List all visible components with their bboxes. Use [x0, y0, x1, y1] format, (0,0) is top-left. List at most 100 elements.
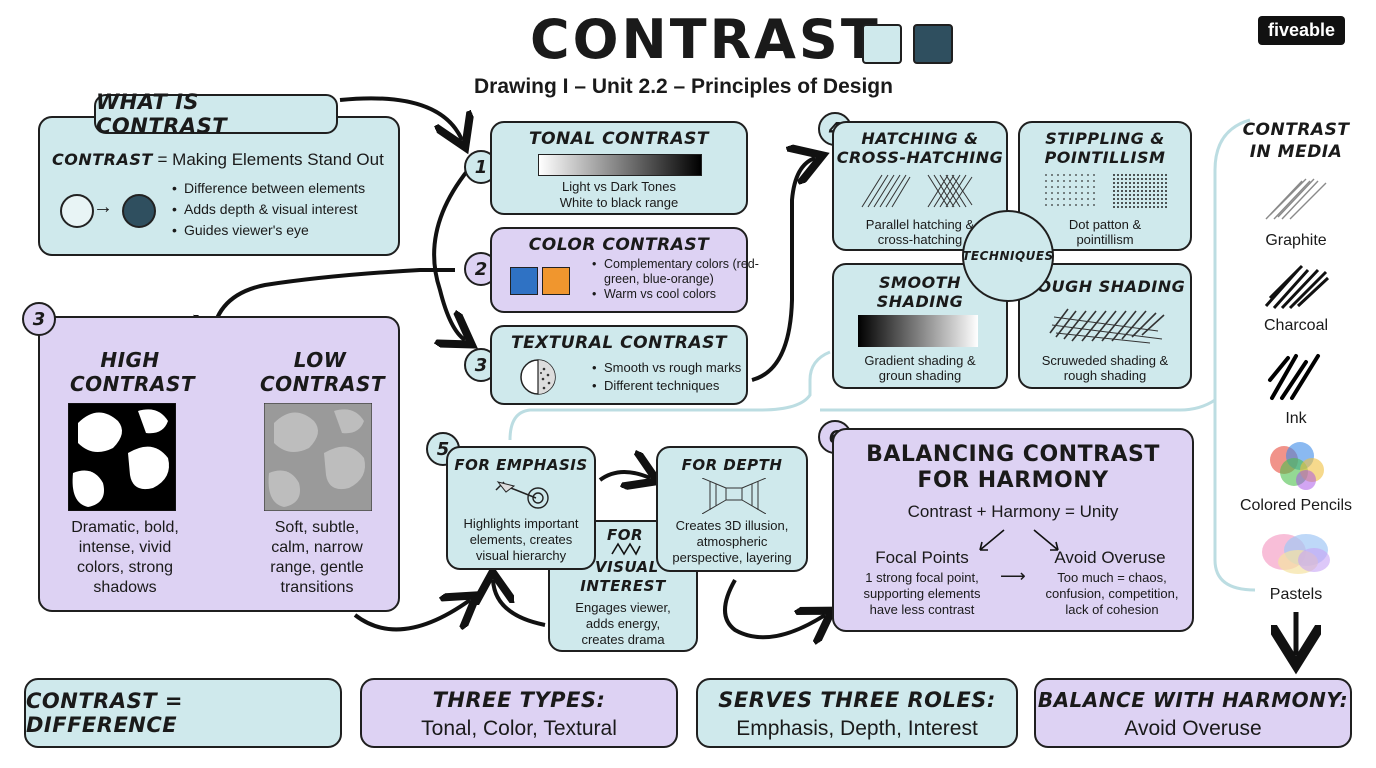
- textural-contrast-panel: TEXTURAL CONTRAST Smooth vs rough marks …: [490, 325, 748, 405]
- overuse-desc-line: confusion, competition,: [1045, 586, 1179, 601]
- dark-circle-icon: [122, 194, 156, 228]
- overuse-desc-line: lack of cohesion: [1065, 602, 1159, 617]
- media-title-1: CONTRAST: [1242, 120, 1350, 140]
- brand-logo: fiveable: [1258, 16, 1346, 45]
- smooth-gradient-image: [858, 315, 978, 347]
- rough-shading-panel: ROUGH SHADING Scruweded shading & rough …: [1018, 263, 1192, 389]
- hatching-title-2: CROSS-HATCHING: [836, 148, 1004, 167]
- low-desc-line: Soft, subtle,: [274, 519, 360, 536]
- what-is-definition: CONTRAST = Making Elements Stand Out: [52, 150, 384, 170]
- emphasis-desc: Highlights important elements, creates v…: [448, 516, 594, 564]
- split-arrows-icon: [979, 529, 1059, 551]
- balance-panel: BALANCING CONTRAST FOR HARMONY Contrast …: [832, 428, 1194, 632]
- visual-title-1: FOR: [606, 526, 644, 544]
- media-pastels-label: Pastels: [1269, 586, 1323, 603]
- low-desc: Soft, subtle, calm, narrow range, gentle…: [242, 518, 392, 598]
- page-subtitle: Drawing I – Unit 2.2 – Principles of Des…: [474, 75, 893, 98]
- high-desc-line: colors, strong: [76, 559, 174, 576]
- summary-three-roles: SERVES THREE ROLES: Emphasis, Depth, Int…: [696, 678, 1018, 748]
- focal-desc-line: have less contrast: [869, 602, 975, 617]
- summary-difference: CONTRAST = DIFFERENCE: [24, 678, 342, 748]
- smooth-title-1: SMOOTH: [879, 273, 961, 292]
- focal-desc-line: 1 strong focal point,: [865, 570, 979, 585]
- media-colored-pencils-label: Colored Pencils: [1239, 497, 1353, 514]
- title-swatch-dark: [913, 24, 953, 64]
- color-title: COLOR CONTRAST: [528, 235, 710, 255]
- stippling-title-2: POINTILLISM: [1044, 148, 1166, 167]
- low-desc-line: transitions: [280, 579, 354, 596]
- light-circle-icon: [60, 194, 94, 228]
- high-desc-line: Dramatic, bold,: [71, 519, 179, 536]
- title-swatch-light: [862, 24, 902, 64]
- depth-desc-line: perspective, layering: [672, 550, 792, 565]
- what-is-bullets: Difference between elements Adds depth &…: [168, 178, 365, 241]
- list-item: Difference between elements: [172, 178, 365, 199]
- definition-text: = Making Elements Stand Out: [152, 150, 384, 169]
- rough-desc-2: rough shading: [1063, 368, 1147, 383]
- rough-desc-1: Scruweded shading &: [1041, 353, 1169, 368]
- techniques-hub: TECHNIQUES: [962, 210, 1054, 302]
- colored-pencils-icon: [1270, 442, 1324, 490]
- textural-bullets: Smooth vs rough marks Different techniqu…: [588, 359, 741, 395]
- half-texture-circle-icon: [520, 359, 556, 395]
- depth-panel: FOR DEPTH Creates 3D illusion, atmospher…: [656, 446, 808, 572]
- ink-stroke-icon: [1268, 354, 1320, 400]
- tonal-contrast-panel: TONAL CONTRAST Light vs Dark Tones White…: [490, 121, 748, 215]
- high-desc-line: intense, vivid: [78, 539, 172, 556]
- balance-title-2: FOR HARMONY: [917, 468, 1109, 493]
- low-desc-line: range, gentle: [270, 559, 364, 576]
- graphite-stroke-icon: [1265, 178, 1327, 220]
- what-is-contrast-panel: CONTRAST = Making Elements Stand Out → D…: [38, 116, 400, 256]
- visual-desc: Engages viewer, adds energy, creates dra…: [550, 600, 696, 648]
- smooth-title-2: SHADING: [876, 292, 964, 311]
- tonal-line-2: White to black range: [559, 195, 679, 210]
- list-item: Guides viewer's eye: [172, 220, 365, 241]
- emphasis-desc-line: elements, creates: [469, 532, 573, 547]
- low-title-1: LOW: [293, 348, 347, 372]
- balance-title-1: BALANCING CONTRAST: [866, 442, 1160, 467]
- hatching-sample-image: [861, 174, 973, 208]
- media-ink-label: Ink: [1285, 410, 1307, 427]
- orange-swatch-icon: [542, 267, 570, 295]
- tonal-gradient-bar: [538, 154, 702, 176]
- summary-three-types-sub: Tonal, Color, Textural: [421, 717, 617, 740]
- focal-title: Focal Points: [875, 548, 969, 567]
- smooth-shading-panel: SMOOTH SHADING Gradient shading & groun …: [832, 263, 1008, 389]
- stippling-desc-1: Dot patton &: [1068, 217, 1142, 232]
- summary-balance-title: BALANCE WITH HARMONY:: [1037, 688, 1349, 712]
- summary-three-types: THREE TYPES: Tonal, Color, Textural: [360, 678, 678, 748]
- smooth-desc-2: groun shading: [878, 368, 962, 383]
- target-dart-icon: [495, 481, 549, 509]
- what-is-tab: WHAT IS CONTRAST: [94, 90, 338, 138]
- depth-title: FOR DEPTH: [681, 456, 783, 474]
- right-arrow-icon: ⟶: [1000, 566, 1026, 586]
- media-title-2: IN MEDIA: [1249, 142, 1343, 162]
- perspective-corridor-icon: [702, 478, 766, 514]
- hatching-title-1: HATCHING &: [861, 129, 979, 148]
- high-title-1: HIGH: [100, 348, 160, 372]
- charcoal-stroke-icon: [1264, 264, 1330, 310]
- overuse-desc: Too much = chaos, confusion, competition…: [1030, 570, 1194, 618]
- pastels-icon: [1262, 534, 1330, 574]
- stippling-desc-2: pointillism: [1076, 232, 1134, 247]
- balance-equation: Contrast + Harmony = Unity: [907, 502, 1119, 521]
- visual-title-3: INTEREST: [580, 577, 666, 595]
- page-title: CONTRAST: [530, 8, 881, 71]
- blue-swatch-icon: [510, 267, 538, 295]
- visual-desc-line: adds energy,: [585, 616, 661, 631]
- rough-title: ROUGH SHADING: [1024, 277, 1186, 296]
- emphasis-desc-line: Highlights important: [463, 516, 579, 531]
- overuse-desc-line: Too much = chaos,: [1057, 570, 1167, 585]
- high-title-2: CONTRAST: [70, 372, 195, 396]
- list-item: Adds depth & visual interest: [172, 199, 365, 220]
- summary-balance: BALANCE WITH HARMONY: Avoid Overuse: [1034, 678, 1352, 748]
- high-low-contrast-panel: HIGH CONTRAST LOW CONTRAST Dramatic, bol…: [38, 316, 400, 612]
- visual-title-2: VISUAL: [595, 558, 659, 576]
- color-bullets: Complementary colors (red-green, blue-or…: [588, 257, 764, 302]
- media-charcoal-label: Charcoal: [1263, 317, 1329, 334]
- focal-desc: 1 strong focal point, supporting element…: [842, 570, 1002, 618]
- list-item: Warm vs cool colors: [592, 287, 764, 302]
- depth-desc-line: Creates 3D illusion,: [675, 518, 789, 533]
- hatching-desc-1: Parallel hatching &: [865, 217, 975, 232]
- low-title-2: CONTRAST: [260, 372, 385, 396]
